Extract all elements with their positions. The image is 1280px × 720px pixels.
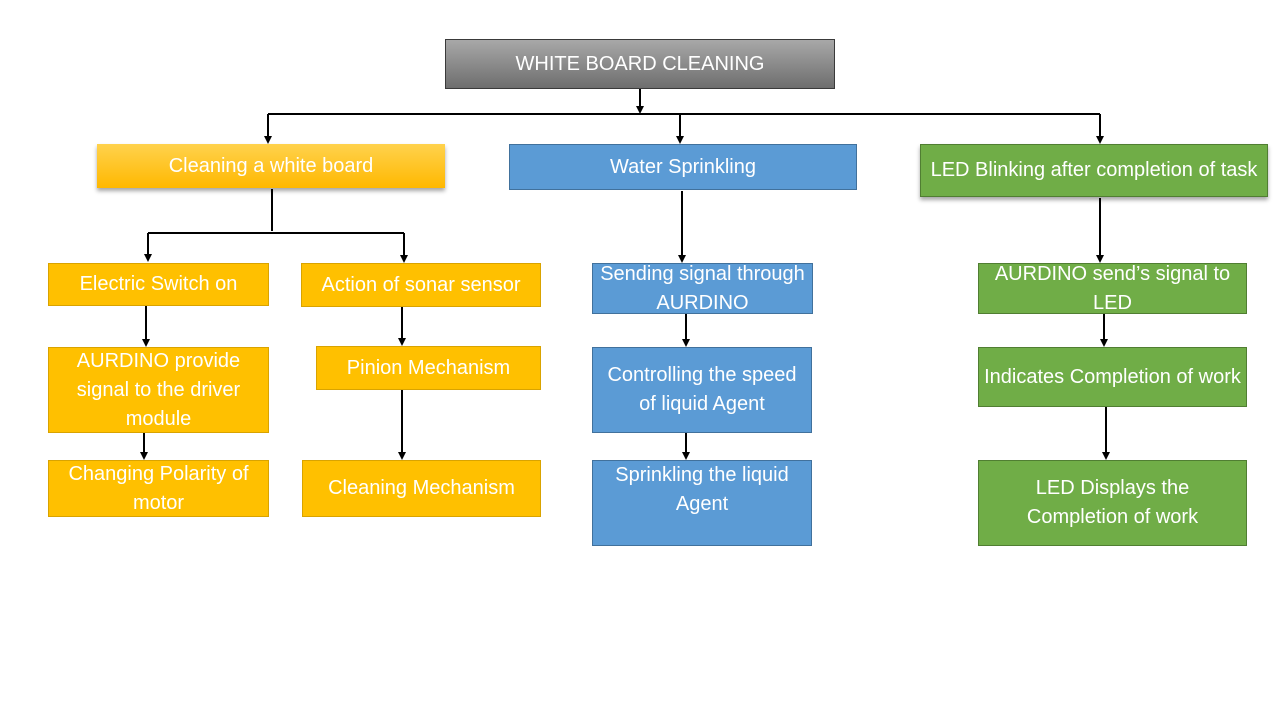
- led-display-node: LED Displays the Completion of work: [978, 460, 1247, 546]
- indicates-node: Indicates Completion of work: [978, 347, 1247, 407]
- water-node: Water Sprinkling: [509, 144, 857, 190]
- driver-node: AURDINO provide signal to the driver mod…: [48, 347, 269, 433]
- polarity-node: Changing Polarity of motor: [48, 460, 269, 517]
- led-node: LED Blinking after completion of task: [920, 144, 1268, 197]
- switch-node: Electric Switch on: [48, 263, 269, 306]
- sonar-node: Action of sonar sensor: [301, 263, 541, 307]
- root-node: WHITE BOARD CLEANING: [445, 39, 835, 89]
- controlling-node: Controlling the speed of liquid Agent: [592, 347, 812, 433]
- cleaning-mech-node: Cleaning Mechanism: [302, 460, 541, 517]
- sending-node: Sending signal through AURDINO: [592, 263, 813, 314]
- led-signal-node: AURDINO send’s signal to LED: [978, 263, 1247, 314]
- pinion-node: Pinion Mechanism: [316, 346, 541, 390]
- cleaning-node: Cleaning a white board: [97, 144, 445, 188]
- sprinkling-node: Sprinkling the liquid Agent: [592, 460, 812, 546]
